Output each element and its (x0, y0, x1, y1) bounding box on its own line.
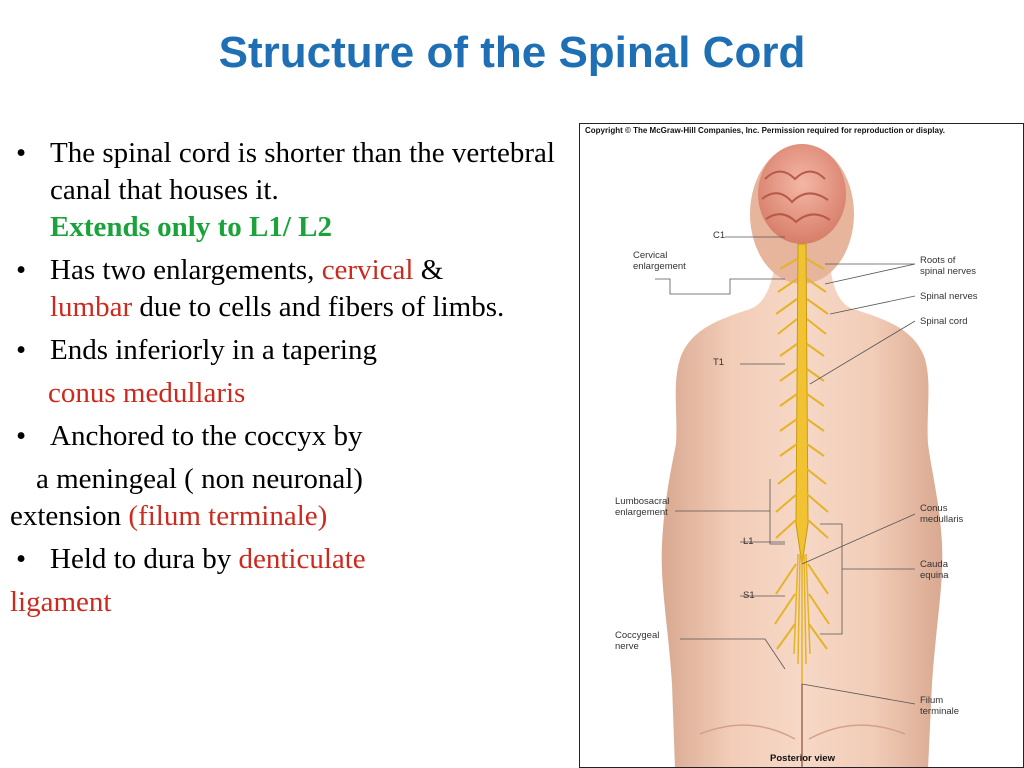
bullet-item: • Has two enlargements, cervical & lumba… (10, 252, 570, 326)
highlight-text: lumbar (50, 291, 133, 323)
anatomy-figure: Copyright © The McGraw-Hill Companies, I… (579, 123, 1024, 768)
bullet-marker: • (16, 254, 27, 286)
bullet-text: a meningeal ( non neuronal) (36, 463, 363, 495)
spinal-cord-shape (795, 243, 809, 565)
bullet-item: • The spinal cord is shorter than the ve… (10, 135, 570, 246)
highlight-text: conus medullaris (48, 377, 246, 409)
highlight-text: Extends only to L1/ L2 (50, 211, 332, 243)
copyright-notice: Copyright © The McGraw-Hill Companies, I… (585, 126, 946, 135)
bullet-marker: • (16, 543, 27, 575)
label-l1: L1 (743, 536, 754, 547)
bullet-continuation: extension (filum terminale) (10, 498, 570, 535)
highlight-text: ligament (10, 586, 112, 618)
label-spinal-nerves: Spinal nerves (920, 291, 978, 302)
spinal-nerves (774, 258, 830, 650)
bullet-continuation: conus medullaris (10, 375, 570, 412)
label-filum-terminale: Filum terminale (920, 695, 960, 717)
label-coccygeal-nerve: Coccygeal nerve (615, 630, 660, 652)
bullet-marker: • (16, 420, 27, 452)
slide-title: Structure of the Spinal Cord (218, 28, 806, 77)
bullet-text: Held to dura by (50, 543, 239, 575)
label-c1: C1 (713, 230, 726, 241)
bullet-marker: • (16, 137, 27, 169)
highlight-text: cervical (321, 254, 414, 286)
figure-caption: Posterior view (770, 753, 835, 764)
bullet-marker: • (16, 334, 27, 366)
label-lumbosacral-enlargement: Lumbosacral enlargement (615, 496, 670, 518)
label-spinal-cord: Spinal cord (920, 316, 968, 327)
label-t1: T1 (713, 357, 725, 368)
label-cervical-enlargement: Cervical enlargement (633, 250, 686, 272)
bullet-text: due to cells and fibers of limbs. (132, 291, 505, 323)
cauda-equina-fibers (793, 553, 811, 684)
highlight-text: denticulate (238, 543, 366, 575)
bullet-item: • Held to dura by denticulate (10, 541, 570, 578)
bullet-text: Anchored to the coccyx by (50, 420, 363, 452)
label-cauda-equina: Cauda equina (920, 559, 949, 581)
label-conus-medullaris: Conus medullaris (920, 503, 964, 525)
bullet-text: & (413, 254, 444, 286)
bullet-text: Has two enlargements, (50, 254, 322, 286)
bullet-text: extension (10, 500, 129, 532)
label-roots-of-spinal-nerves: Roots of spinal nerves (920, 255, 976, 277)
bullet-list: • The spinal cord is shorter than the ve… (10, 135, 570, 627)
bullet-continuation: ligament (10, 584, 570, 621)
leader-lines (655, 236, 916, 705)
highlight-text: (filum terminale) (128, 500, 328, 532)
bullet-item: • Ends inferiorly in a tapering (10, 332, 570, 369)
bullet-continuation: a meningeal ( non neuronal) (10, 461, 570, 498)
bullet-text: Ends inferiorly in a tapering (50, 334, 377, 366)
gluteal-contour (699, 724, 906, 740)
bullet-text: The spinal cord is shorter than the vert… (50, 137, 555, 206)
brain-folds (761, 170, 831, 224)
spinal-cord-illustration (655, 144, 943, 767)
bullet-item: • Anchored to the coccyx by (10, 418, 570, 455)
label-s1: S1 (743, 590, 755, 601)
